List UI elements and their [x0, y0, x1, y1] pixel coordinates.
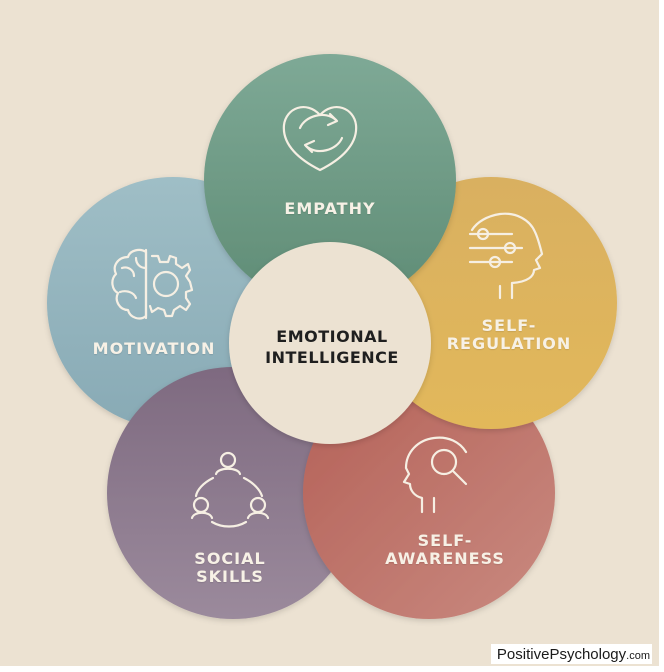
- empathy-label-text: EMPATHY: [284, 199, 376, 218]
- self-awareness-line2: AWARENESS: [385, 549, 505, 568]
- self-regulation-label: SELF- REGULATION: [430, 317, 588, 353]
- self-awareness-line1: SELF-: [417, 531, 473, 550]
- watermark-brand: PositivePsychology: [496, 646, 627, 663]
- right-edge-strip: [659, 0, 664, 672]
- center-circle: [229, 242, 431, 444]
- head-magnifier-icon: [402, 436, 468, 514]
- social-skills-label: SOCIAL SKILLS: [155, 550, 305, 586]
- bottom-edge-strip: [0, 666, 664, 672]
- self-awareness-label: SELF- AWARENESS: [366, 532, 524, 568]
- center-label: EMOTIONAL INTELLIGENCE: [238, 326, 426, 368]
- heart-arrows-icon: [282, 105, 358, 172]
- motivation-label-text: MOTIVATION: [92, 339, 216, 358]
- center-line2: INTELLIGENCE: [265, 348, 399, 367]
- self-regulation-line2: REGULATION: [446, 334, 572, 353]
- head-sliders-icon: [468, 212, 544, 300]
- brain-gear-icon: [111, 248, 194, 320]
- self-regulation-line1: SELF-: [481, 316, 537, 335]
- empathy-label: EMPATHY: [255, 200, 405, 218]
- people-circle-icon: [190, 451, 270, 528]
- center-line1: EMOTIONAL: [276, 327, 388, 346]
- motivation-label: MOTIVATION: [80, 340, 228, 358]
- watermark: PositivePsychology.com: [490, 644, 652, 664]
- social-skills-line1: SOCIAL: [194, 549, 266, 568]
- watermark-tld: .com: [626, 650, 650, 662]
- petal-empathy: [204, 54, 456, 306]
- social-skills-line2: SKILLS: [196, 567, 264, 586]
